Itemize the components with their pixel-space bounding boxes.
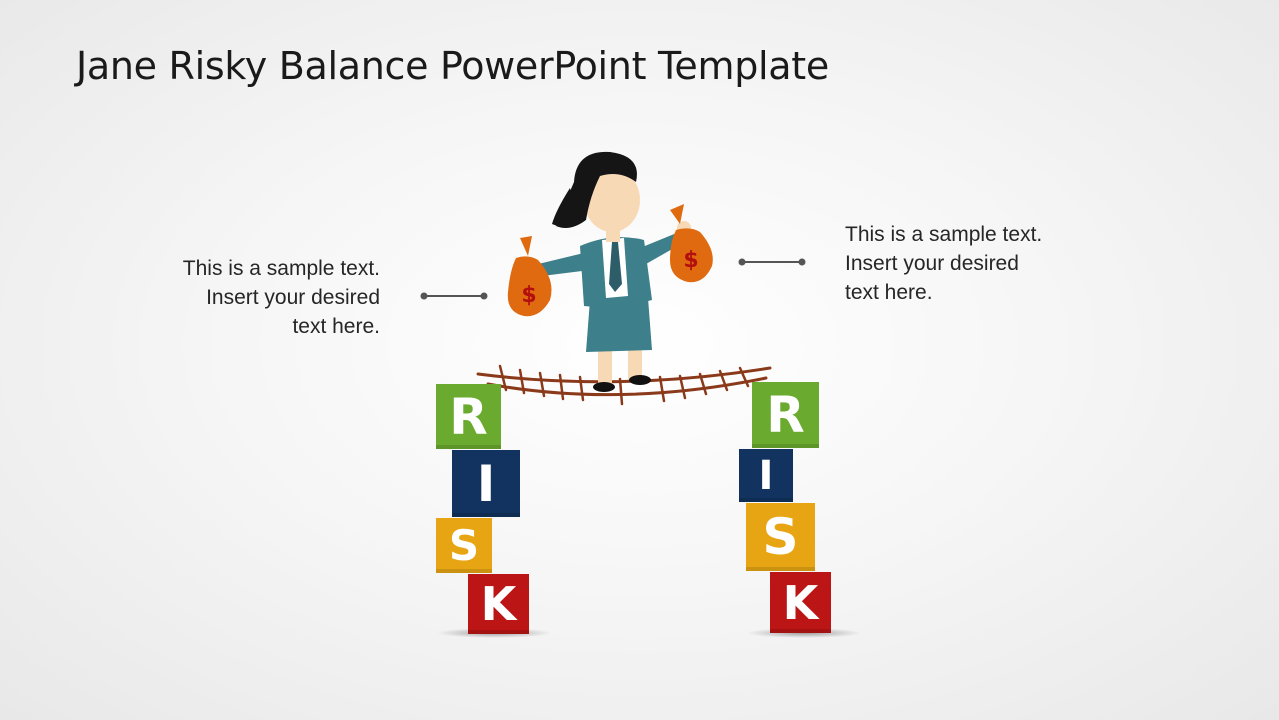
right-text-line: Insert your desired: [845, 252, 1019, 275]
block-k: K: [468, 574, 529, 634]
block-s: S: [746, 503, 815, 571]
money-bag-left: $: [507, 236, 552, 317]
left-connector-line: [420, 292, 488, 300]
block-r: R: [752, 382, 819, 448]
right-text-line: text here.: [845, 281, 933, 304]
dollar-sign-right: $: [683, 248, 698, 273]
tower-shadow: [746, 628, 862, 638]
left-text-line: Insert your desired: [206, 286, 380, 309]
rope-bridge: [476, 364, 772, 406]
right-text-line: This is a sample text.: [845, 223, 1043, 246]
money-bag-right: $: [670, 204, 713, 283]
right-connector-line: [738, 258, 806, 266]
slide-title: Jane Risky Balance PowerPoint Template: [76, 44, 829, 88]
left-text-line: This is a sample text.: [182, 257, 380, 280]
dollar-sign-left: $: [521, 283, 536, 308]
left-text-line: text here.: [292, 315, 380, 338]
block-s: S: [436, 518, 492, 573]
left-text-callout: This is a sample text. Insert your desir…: [120, 254, 380, 341]
block-k: K: [770, 572, 831, 633]
block-r: R: [436, 384, 501, 449]
block-i: I: [452, 450, 520, 517]
block-i: I: [739, 449, 793, 502]
right-text-callout: This is a sample text. Insert your desir…: [845, 220, 1105, 307]
